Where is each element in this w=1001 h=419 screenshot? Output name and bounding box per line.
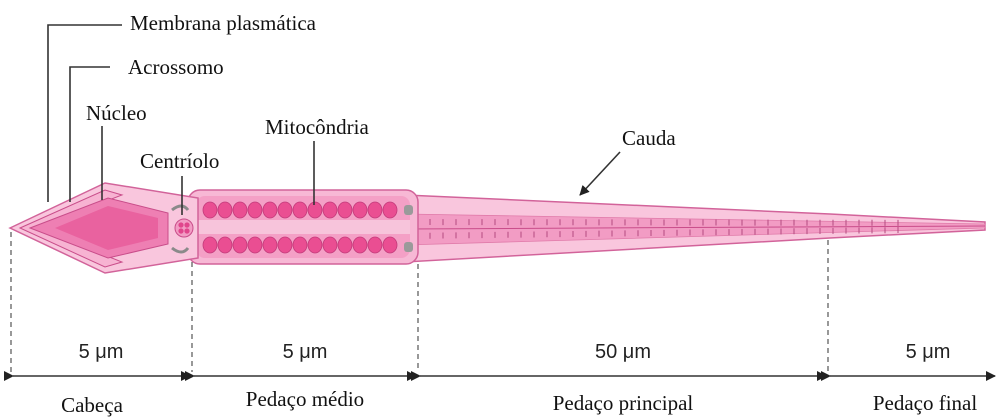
label-membrana-plasmatica: Membrana plasmática <box>130 11 317 35</box>
mitochondrion <box>383 202 397 218</box>
mitochondrion <box>278 202 292 218</box>
segment-pedaco-principal: Pedaço principal <box>553 391 694 415</box>
label-cauda: Cauda <box>622 126 676 150</box>
mitochondrion <box>383 237 397 253</box>
label-nucleo: Núcleo <box>86 101 147 125</box>
mitochondrion <box>353 237 367 253</box>
mitochondrion <box>203 202 217 218</box>
measure-pedaco-final: 5 μm <box>906 341 951 363</box>
mitochondrion <box>293 237 307 253</box>
tail-arrow <box>580 152 620 195</box>
mitochondrion <box>203 237 217 253</box>
mitochondrion <box>233 237 247 253</box>
mitochondrion <box>338 237 352 253</box>
mitochondrion <box>368 237 382 253</box>
mitochondrion <box>248 202 262 218</box>
mitochondrion <box>353 202 367 218</box>
tail <box>405 195 985 262</box>
measure-pedaco-medio: 5 μm <box>283 341 328 363</box>
mitochondrion <box>248 237 262 253</box>
mitochondrion <box>308 237 322 253</box>
segment-pedaco-final: Pedaço final <box>873 391 978 415</box>
label-centriolo: Centríolo <box>140 149 219 173</box>
mitochondrion <box>218 237 232 253</box>
mitochondrion <box>368 202 382 218</box>
mitochondrion <box>308 202 322 218</box>
label-mitocondria: Mitocôndria <box>265 115 369 139</box>
midpiece <box>188 190 418 264</box>
acrosome-leader <box>70 67 110 202</box>
mitochondrion <box>278 237 292 253</box>
mitochondrion <box>293 202 307 218</box>
head <box>10 183 198 273</box>
segment-cabeca: Cabeça <box>61 393 123 417</box>
mitochondrion <box>263 202 277 218</box>
mitochondrion <box>338 202 352 218</box>
mitochondrion <box>233 202 247 218</box>
mitochondrion <box>323 202 337 218</box>
segment-pedaco-medio: Pedaço médio <box>246 387 364 411</box>
measure-pedaco-principal: 50 μm <box>595 341 651 363</box>
mitochondrion <box>218 202 232 218</box>
measure-cabeca: 5 μm <box>79 341 124 363</box>
label-acrossomo: Acrossomo <box>128 55 224 79</box>
mitochondrion <box>323 237 337 253</box>
mitochondrion <box>263 237 277 253</box>
